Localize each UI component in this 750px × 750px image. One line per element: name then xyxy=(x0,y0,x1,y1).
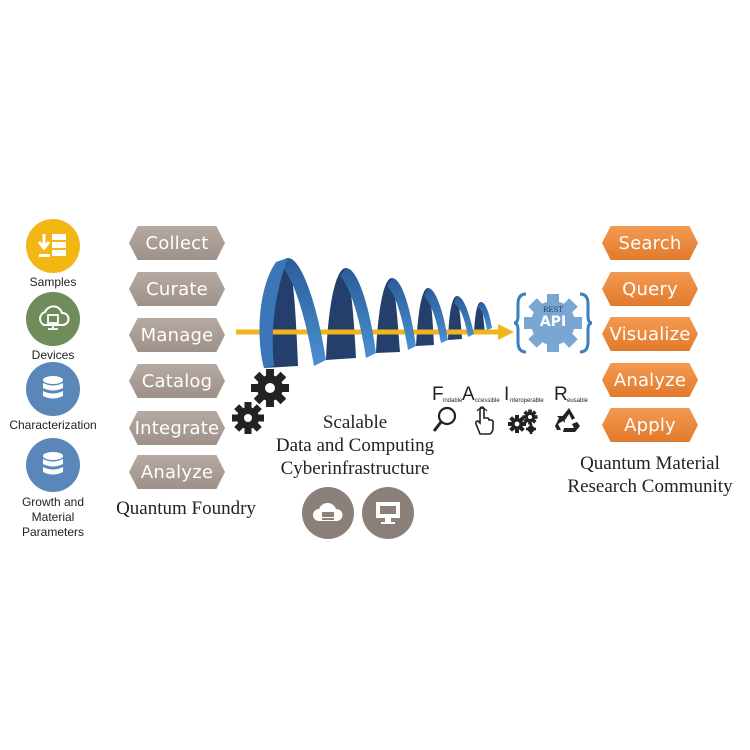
devices-circle xyxy=(26,292,80,346)
step-apply: Apply xyxy=(602,408,698,442)
step-manage: Manage xyxy=(129,318,225,352)
pointer-hand-icon xyxy=(474,406,494,435)
fair-a-letter: A xyxy=(462,384,475,405)
growth-parameters-circle xyxy=(26,438,80,492)
community-title: Quantum Material Research Community xyxy=(567,453,733,497)
fair-a-word: ccessible xyxy=(475,398,500,404)
download-server-icon xyxy=(38,234,66,257)
step-catalog: Catalog xyxy=(129,364,225,398)
cloud-storage-circle xyxy=(302,487,354,539)
fair-i-word: nteroperable xyxy=(510,398,544,404)
cloud-storage-icon xyxy=(313,502,343,521)
infrastructure-title: Scalable Data and Computing Cyberinfrast… xyxy=(275,412,435,479)
step-analyze: Analyze xyxy=(129,455,225,489)
characterization-circle xyxy=(26,362,80,416)
api-rest-label: REST xyxy=(543,306,563,314)
data-helix xyxy=(236,258,514,368)
monitor-icon xyxy=(376,502,400,524)
fair-i-letter: I xyxy=(504,384,510,405)
gears-icon xyxy=(232,369,289,434)
step-analyze-community: Analyze xyxy=(602,363,698,397)
database-icon xyxy=(43,376,63,399)
api-label: API xyxy=(539,314,567,330)
database-icon xyxy=(43,452,63,475)
step-collect: Collect xyxy=(129,226,225,260)
fair-f-letter: F xyxy=(432,384,444,405)
flow-arrow-head xyxy=(498,324,514,340)
step-search: Search xyxy=(602,226,698,260)
samples-circle xyxy=(26,219,80,273)
fair-r-letter: R xyxy=(554,384,568,405)
recycle-icon xyxy=(555,408,580,432)
step-query: Query xyxy=(602,272,698,306)
step-visualize: Visualize xyxy=(602,317,698,351)
computing-circle xyxy=(362,487,414,539)
cloud-device-icon xyxy=(39,305,70,330)
devices-label: Devices xyxy=(31,348,75,362)
step-integrate: Integrate xyxy=(129,411,225,445)
gears-icon xyxy=(508,409,538,434)
foundry-title: Quantum Foundry xyxy=(116,498,256,519)
fair-f-word: indable xyxy=(443,398,463,404)
samples-label: Samples xyxy=(29,275,77,289)
fair-r-word: eusable xyxy=(567,398,589,404)
rest-api-gear xyxy=(514,292,592,354)
growth-parameters-label: Growth and Material Parameters xyxy=(21,495,85,539)
characterization-label: Characterization xyxy=(9,418,97,432)
step-curate: Curate xyxy=(129,272,225,306)
magnifier-icon xyxy=(432,406,457,432)
